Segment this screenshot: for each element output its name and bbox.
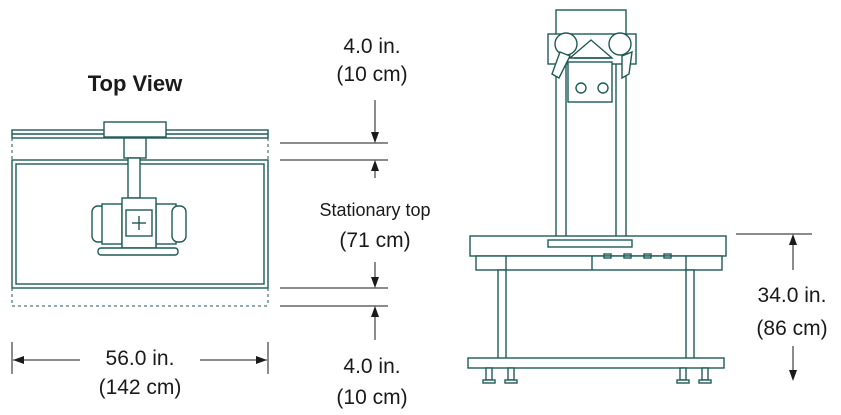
extension-lines	[280, 142, 388, 307]
top-view-title: Top View	[87, 71, 183, 96]
side-view-tube-head	[547, 32, 637, 103]
clearance-bottom-dimension	[371, 306, 379, 340]
side-view-apron	[475, 255, 723, 271]
top-view-column-arm	[127, 157, 141, 199]
clearance-top-imperial: 4.0 in.	[343, 35, 401, 58]
clearance-bottom-imperial: 4.0 in.	[343, 355, 401, 378]
side-view-leg-right	[685, 269, 695, 367]
top-view-width-dimension	[11, 342, 269, 374]
clearance-top-metric: (10 cm)	[336, 63, 408, 86]
stationary-top-label: Stationary top	[317, 200, 433, 220]
side-view-height-dimension	[736, 233, 812, 381]
clearance-bottom-metric: (10 cm)	[336, 386, 408, 409]
top-view-width-imperial: 56.0 in.	[105, 347, 175, 370]
top-view-tube-head	[91, 197, 187, 256]
side-view-feet	[482, 367, 712, 384]
side-view-height-metric: (86 cm)	[756, 317, 828, 340]
side-view-drawing	[467, 9, 727, 384]
stationary-top-dimension	[371, 262, 379, 288]
top-view-drawing	[11, 121, 269, 307]
clearance-top-dimension	[371, 100, 379, 178]
top-view-carriage	[103, 121, 167, 138]
top-view-width-metric: (142 cm)	[98, 376, 182, 399]
side-view-leg-left	[497, 269, 507, 367]
stationary-top-metric: (71 cm)	[339, 229, 411, 252]
side-view-height-imperial: 34.0 in.	[757, 284, 827, 307]
side-view-base	[467, 357, 725, 369]
